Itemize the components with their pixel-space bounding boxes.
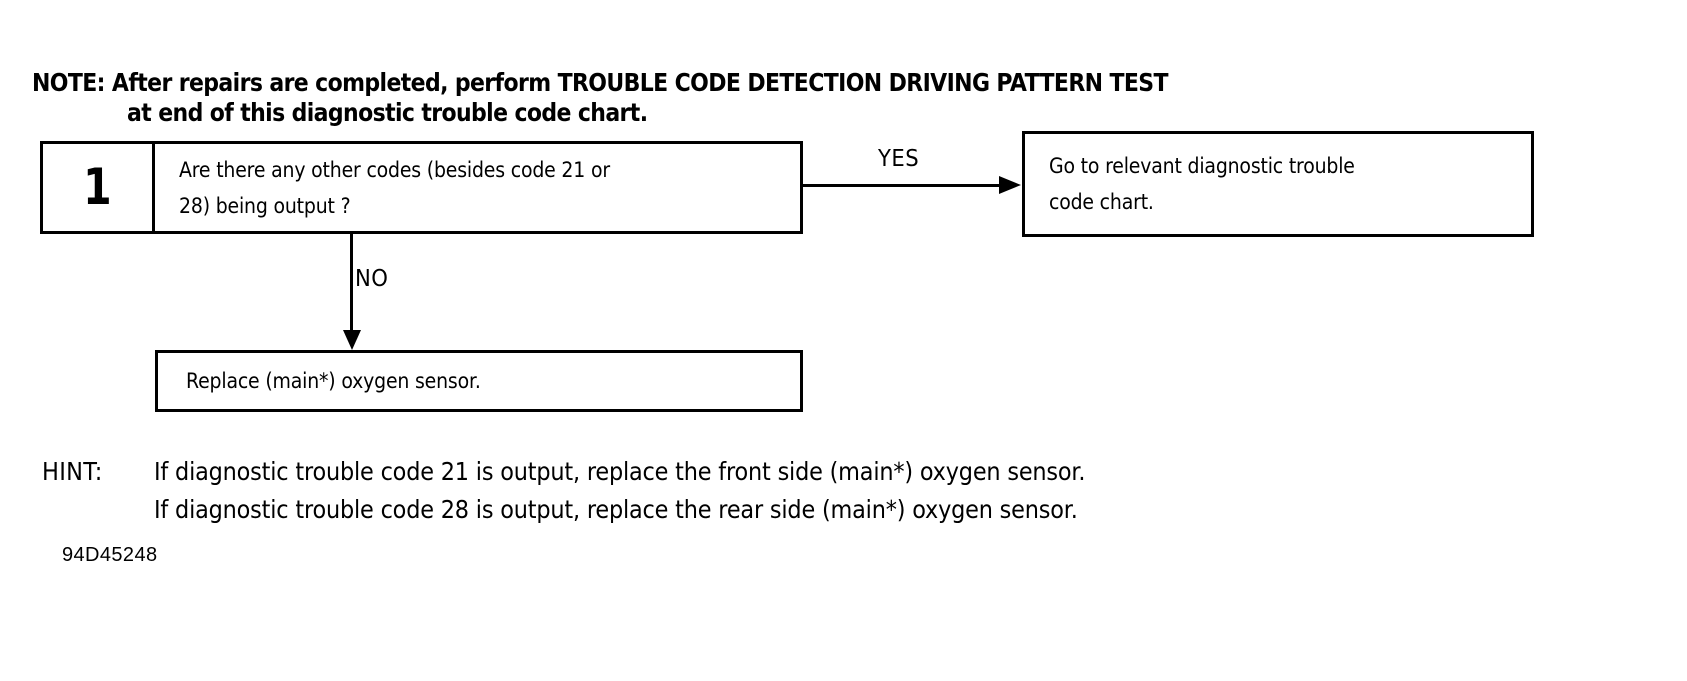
replace-sensor-box: Replace (main*) oxygen sensor. bbox=[155, 350, 803, 412]
branch-label-no: NO bbox=[355, 266, 389, 292]
goto-relevant-chart-text: Go to relevant diagnostic trouble code c… bbox=[1049, 148, 1389, 220]
hint-row-1: HINT: If diagnostic trouble code 21 is o… bbox=[42, 453, 1542, 491]
goto-relevant-chart-box: Go to relevant diagnostic trouble code c… bbox=[1022, 131, 1534, 237]
goto-line-1: Go to relevant diagnostic trouble bbox=[1049, 154, 1355, 178]
yes-connector-arrowhead bbox=[999, 176, 1021, 194]
hint-line-1: If diagnostic trouble code 21 is output,… bbox=[154, 457, 1086, 486]
hint-row-2: If diagnostic trouble code 28 is output,… bbox=[42, 491, 1542, 529]
figure-id: 94D45248 bbox=[62, 544, 158, 566]
no-connector-arrowhead bbox=[343, 330, 361, 350]
step-1-box: 1 Are there any other codes (besides cod… bbox=[40, 141, 803, 234]
replace-sensor-text: Replace (main*) oxygen sensor. bbox=[186, 363, 513, 399]
step-1-number-cell: 1 bbox=[43, 144, 155, 231]
yes-connector-line bbox=[803, 184, 1001, 187]
no-connector-line bbox=[350, 234, 353, 334]
step-1-question: Are there any other codes (besides code … bbox=[179, 152, 789, 224]
goto-line-2: code chart. bbox=[1049, 190, 1154, 214]
hint-line-2: If diagnostic trouble code 28 is output,… bbox=[154, 495, 1078, 524]
branch-label-yes: YES bbox=[878, 146, 920, 172]
step-1-number: 1 bbox=[83, 157, 112, 216]
step-1-question-line-2: 28) being output ? bbox=[179, 193, 351, 218]
note-block: NOTE: After repairs are completed, perfo… bbox=[32, 68, 1482, 128]
note-line-2: at end of this diagnostic trouble code c… bbox=[127, 98, 648, 127]
hint-label: HINT: bbox=[42, 457, 103, 486]
step-1-question-line-1: Are there any other codes (besides code … bbox=[179, 157, 610, 182]
replace-line-1: Replace (main*) oxygen sensor. bbox=[186, 369, 481, 393]
note-line-1: NOTE: After repairs are completed, perfo… bbox=[32, 68, 1169, 97]
hint-block: HINT: If diagnostic trouble code 21 is o… bbox=[42, 453, 1542, 529]
